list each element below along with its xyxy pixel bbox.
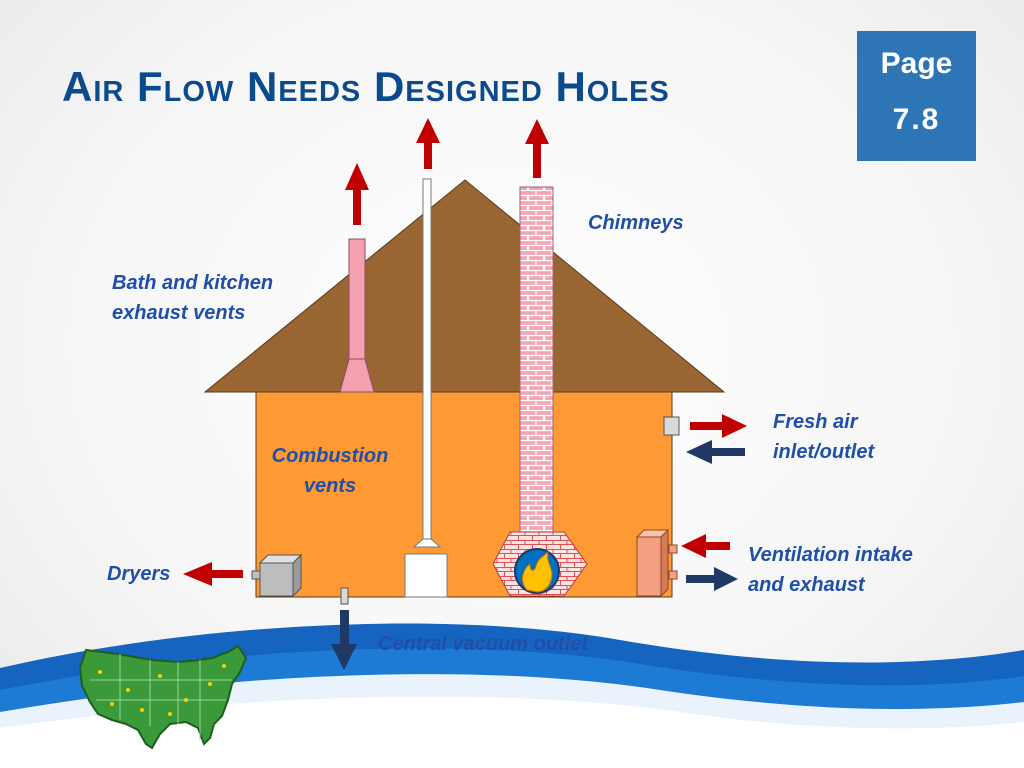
page-badge: Page 7.8 [857,31,976,161]
fresh-air-box [663,416,680,436]
bottom-swoosh [0,623,1024,768]
right-arrow-icon [686,567,738,591]
label-fresh-air: Fresh air inlet/outlet [773,411,875,463]
page-badge-label: Page [880,47,953,80]
up-arrow-icon [416,118,440,169]
bath-vent-pipe [339,238,375,393]
us-map-icon [78,644,248,750]
up-arrow-icon [345,163,369,225]
left-arrow-icon [686,440,745,464]
label-chimneys: Chimneys [588,212,684,234]
label-bath-kitchen-vents: Bath and kitchen exhaust vents [112,272,274,324]
down-arrow-icon [331,610,357,670]
vacuum-port [340,587,349,605]
flame-icon [521,550,553,593]
label-dryers: Dryers [107,563,171,585]
slide-title: Air Flow Needs Designed Holes [62,63,670,110]
left-arrow-icon [681,534,730,558]
dryer-box [251,553,303,598]
ventilation-unit [635,528,678,598]
fireplace [492,531,588,597]
house-wall [255,391,673,598]
left-arrow-icon [183,562,243,586]
label-central-vacuum: Central vacuum outlet [378,633,589,655]
chimney [519,186,554,533]
right-arrow-icon [690,414,747,438]
combustion-vent-pipe [404,178,448,598]
label-ventilation: Ventilation intake and exhaust [748,544,913,596]
up-arrow-icon [525,119,549,178]
page-badge-number: 7.8 [892,103,941,136]
label-combustion-vents: Combustion vents [271,445,389,497]
